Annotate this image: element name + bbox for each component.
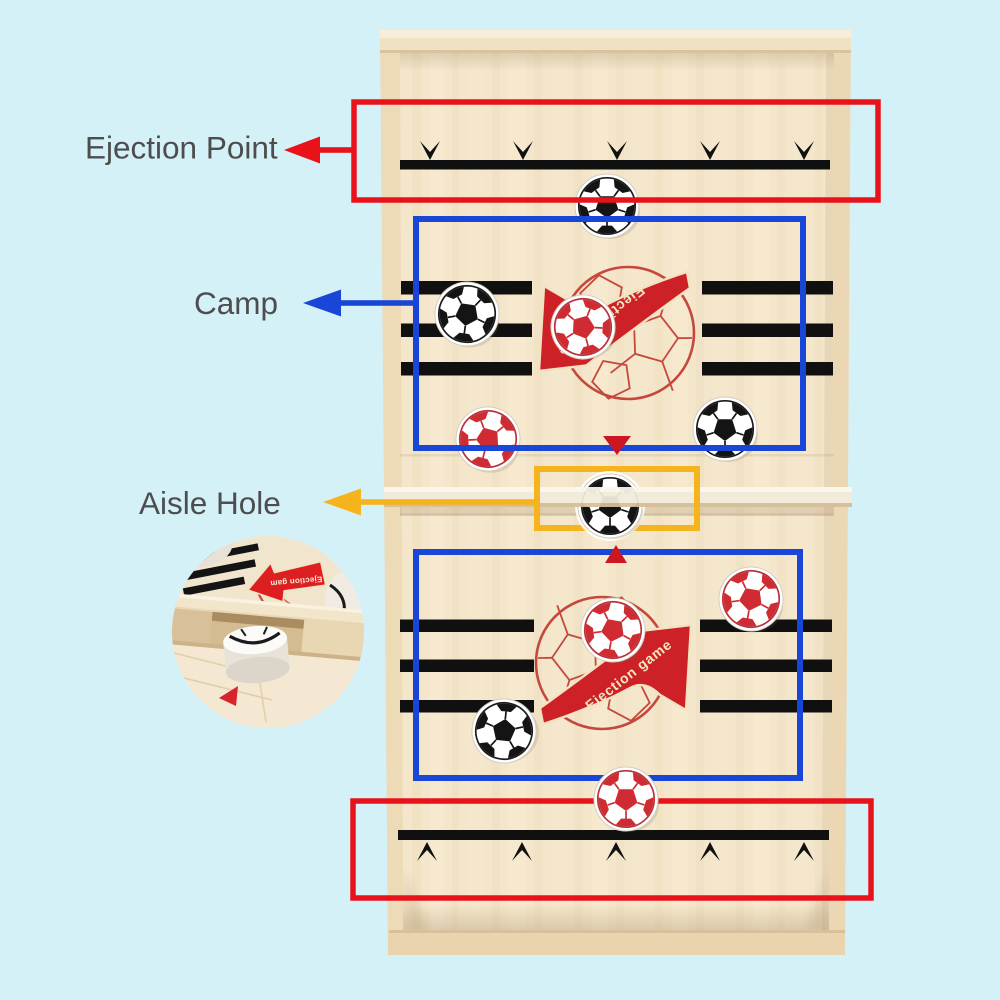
svg-text:Ejection Point: Ejection Point: [85, 130, 278, 166]
svg-text:Camp: Camp: [194, 285, 278, 321]
svg-text:Aisle Hole: Aisle Hole: [139, 485, 281, 521]
